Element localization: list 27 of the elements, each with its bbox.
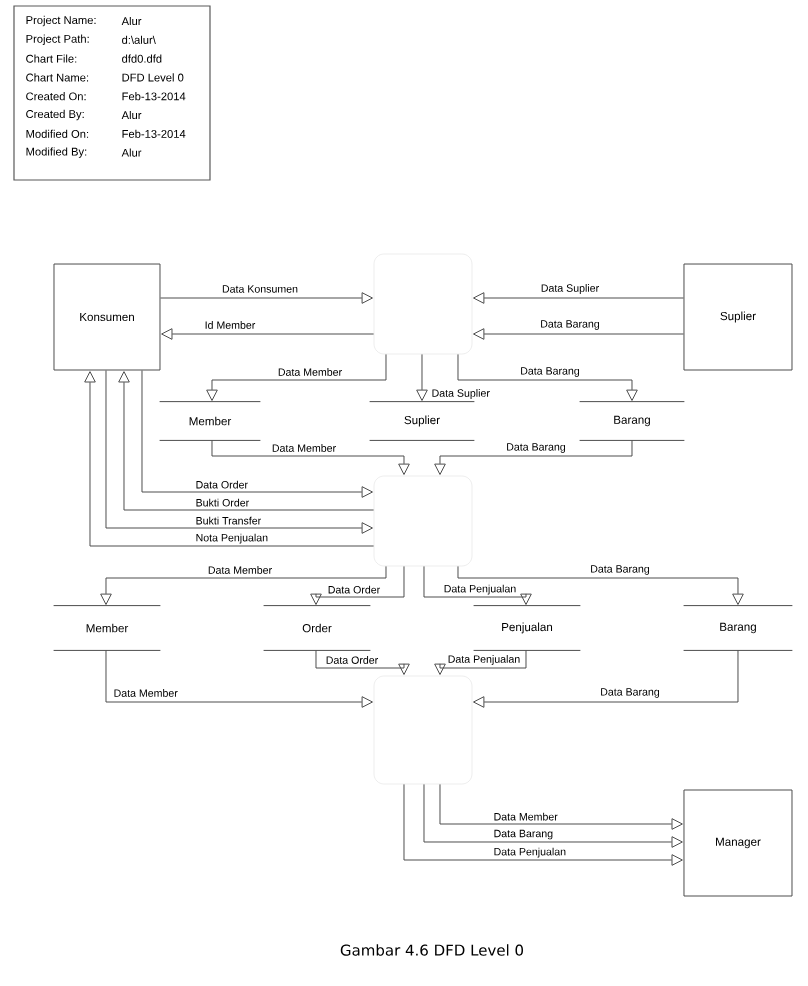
data-flow-arrow (118, 371, 375, 511)
data-flow-arrow (160, 292, 373, 304)
data-flow-arrow (423, 783, 683, 848)
data-flow-arrow (473, 292, 684, 304)
data-flow-arrow (457, 565, 744, 605)
data-flow-arrow (434, 649, 527, 675)
data-flow-arrow (423, 565, 532, 605)
process-shape (373, 675, 473, 785)
data-flow-arrow (473, 328, 684, 340)
process-shape (373, 475, 473, 567)
data-flow-arrow (84, 371, 375, 547)
data-flow-arrow (206, 353, 387, 401)
data-flow-arrow (105, 649, 373, 708)
process-shape (373, 253, 473, 355)
data-flow-arrow (434, 439, 633, 475)
data-flow-arrow (211, 439, 410, 475)
data-flow-arrow (161, 328, 375, 340)
data-flow-arrow (439, 783, 683, 830)
data-flow-arrow (473, 649, 739, 708)
data-flow-arrow (416, 353, 428, 401)
data-flow-arrow (403, 783, 683, 866)
data-flow-arrow (141, 370, 373, 498)
data-flow-arrow (457, 353, 638, 401)
data-flow-arrow (105, 370, 373, 534)
data-flow-arrow (315, 649, 410, 675)
data-flow-arrow (310, 565, 405, 605)
data-flow-arrow (100, 565, 387, 605)
